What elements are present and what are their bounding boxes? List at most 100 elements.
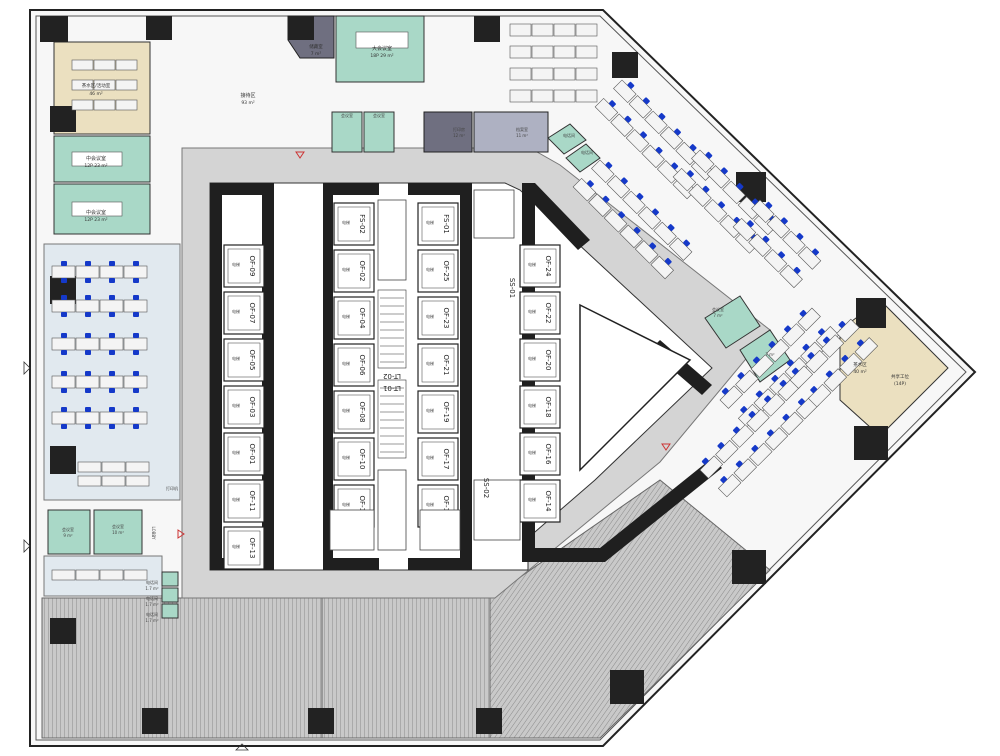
lift-room-label: 电梯 [528, 261, 536, 267]
lift-label: OF-23 [442, 308, 450, 329]
stair-label-lt01: LT-01 [383, 384, 401, 392]
core-service-rooms [329, 189, 521, 551]
lift-room-label: 电梯 [342, 266, 350, 272]
workstation-cluster [789, 318, 879, 408]
workstation [575, 23, 598, 37]
lift-room-label: 电梯 [426, 454, 434, 460]
meeting-mid-e-area: 7 m² [713, 313, 723, 318]
workstation [575, 67, 598, 81]
pantry-east-name: 茶水区 [853, 361, 867, 368]
workstation [123, 407, 148, 429]
workstation [531, 23, 554, 37]
lift-label: OF-08 [358, 402, 366, 423]
structural-column [610, 670, 644, 704]
lift-car: FS-02 电梯 [333, 202, 375, 246]
structural-column [732, 550, 766, 584]
workstation [101, 461, 126, 473]
lift-room-label: 电梯 [342, 454, 350, 460]
workstation [123, 371, 148, 393]
lift-car: OF-17 电梯 [417, 437, 459, 481]
workstation [77, 461, 102, 473]
door-markers [177, 151, 671, 539]
workstation [553, 45, 576, 59]
lift-label: FS-02 [358, 214, 366, 234]
phone-sw-3-name: 电话间 [146, 611, 158, 617]
lift-label: OF-03 [248, 397, 256, 418]
workstation [575, 45, 598, 59]
stair-label-ss01: SS-01 [508, 278, 516, 298]
printer-west-label: 打印机 [166, 485, 178, 491]
workstation [531, 89, 554, 103]
lift-label: OF-02 [358, 261, 366, 282]
workstation [51, 261, 76, 283]
meeting-room-sw-2 [93, 509, 143, 555]
phone-sw-2-name: 电话间 [146, 595, 158, 601]
meeting-mid-e2-area: 7 m² [765, 352, 775, 357]
lift-room-label: 电梯 [232, 402, 240, 408]
lift-label: OF-25 [442, 261, 450, 282]
lift-label: OF-17 [442, 449, 450, 470]
workstation [75, 295, 100, 317]
pantry-east-area: 40 m² [853, 369, 867, 375]
reception-area: 93 m² [241, 100, 255, 106]
lift-label: OF-07 [248, 303, 256, 324]
workstation [93, 99, 116, 111]
lift-room-label: 电梯 [528, 355, 536, 361]
lift-room-label: 电梯 [342, 501, 350, 507]
workstation [51, 371, 76, 393]
workstation [101, 475, 126, 487]
lift-room-label: 电梯 [528, 449, 536, 455]
mid-meeting-1-name: 中会议室 [86, 155, 106, 162]
lift-label: OF-10 [358, 449, 366, 470]
stairs [377, 289, 407, 459]
workstation [125, 461, 150, 473]
workstation [93, 79, 116, 91]
workstation [123, 295, 148, 317]
workstation [71, 59, 94, 71]
lift-room-label: 电梯 [426, 219, 434, 225]
mid-meeting-2-cap: 12P 23 m² [84, 217, 107, 223]
storage-area: 7 m² [311, 51, 322, 57]
workstation [51, 295, 76, 317]
workstation [99, 407, 124, 429]
structural-columns [40, 16, 888, 734]
west-door-label: LOBBY [151, 527, 156, 541]
shared-desk-name: 共享工位 [891, 373, 909, 380]
lift-room-label: 电梯 [528, 496, 536, 502]
lift-room-label: 电梯 [426, 407, 434, 413]
lift-room-label: 电梯 [232, 496, 240, 502]
workstation [75, 407, 100, 429]
lift-room-label: 电梯 [232, 261, 240, 267]
lift-label: FS-01 [442, 214, 450, 234]
shared-desk-cap: (14P) [894, 381, 906, 387]
lift-room-label: 电梯 [342, 407, 350, 413]
workstation [93, 59, 116, 71]
print-room [423, 111, 473, 153]
lift-label: OF-13 [248, 538, 256, 559]
structural-column [146, 16, 172, 40]
phone-sw-1-area: 1.7 m² [145, 586, 159, 591]
lift-label: OF-20 [544, 350, 552, 371]
meeting-mid-e-name: 会议室 [712, 306, 724, 312]
structural-column [308, 708, 334, 734]
lift-room-label: 电梯 [342, 219, 350, 225]
workstation [115, 99, 138, 111]
print-room-name: 打印房 [453, 126, 465, 132]
structural-column [476, 708, 502, 734]
meeting-table [71, 151, 123, 167]
workstation [51, 407, 76, 429]
lift-group: OF-09电梯OF-07电梯OF-05电梯OF-03电梯OF-01电梯OF-11… [223, 202, 561, 570]
meeting-a-name: 会议室 [341, 112, 353, 118]
terrace-area-mid [321, 597, 491, 739]
structural-column [50, 106, 76, 132]
structural-column [612, 52, 638, 78]
archive-area: 11 m² [516, 133, 528, 138]
